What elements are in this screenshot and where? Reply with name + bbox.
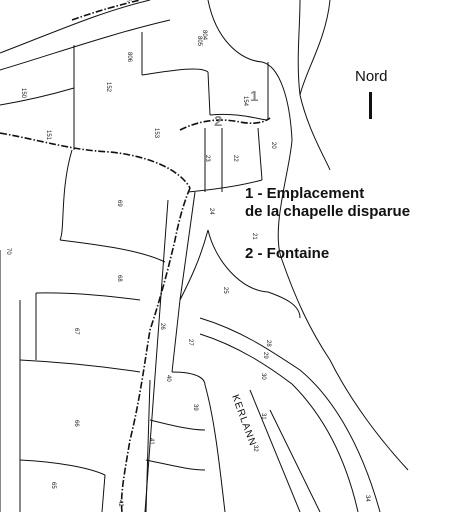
legend-item-fountain: 2 - Fontaine bbox=[245, 245, 329, 263]
north-arrow-icon bbox=[369, 92, 372, 119]
parcel-number: 40 bbox=[165, 375, 171, 382]
legend-item-chapel: 1 - Emplacement de la chapelle disparue bbox=[245, 185, 410, 221]
parcel-number: 20 bbox=[270, 142, 276, 149]
parcel-number: 29 bbox=[262, 352, 268, 359]
marker-fountain: 2 bbox=[214, 113, 222, 130]
parcel-number: 21 bbox=[251, 233, 257, 240]
parcel-number: 41 bbox=[148, 438, 154, 445]
parcel-number: 565 bbox=[126, 0, 138, 4]
parcel-number: 67 bbox=[73, 328, 79, 335]
parcel-number: 151 bbox=[45, 130, 51, 141]
parcel-number: 66 bbox=[73, 420, 79, 427]
parcel-number: 68 bbox=[116, 275, 122, 282]
parcel-number: 39 bbox=[192, 404, 198, 411]
parcel-number: 30 bbox=[260, 373, 266, 380]
parcel-number: 26 bbox=[159, 323, 165, 330]
legend-label: 2 - Fontaine bbox=[245, 245, 330, 262]
parcel-number: 804 bbox=[201, 30, 207, 41]
parcel-number: 32 bbox=[252, 445, 258, 452]
parcel-number: 25 bbox=[222, 287, 228, 294]
parcel-number: 154 bbox=[242, 96, 248, 107]
parcel-number: 152 bbox=[105, 82, 111, 93]
parcel-number: 22 bbox=[232, 155, 238, 162]
parcel-number: 28 bbox=[265, 340, 271, 347]
parcel-number: 24 bbox=[208, 208, 214, 215]
parcel-number: 65 bbox=[50, 482, 56, 489]
legend-label: de la chapelle disparue bbox=[245, 203, 411, 220]
parcel-number: 70 bbox=[5, 248, 11, 255]
parcel-number: 42 bbox=[117, 500, 123, 507]
parcel-number: 34 bbox=[364, 495, 370, 502]
parcel-number: 153 bbox=[153, 128, 159, 139]
legend-label: 1 - Emplacement bbox=[245, 185, 365, 202]
parcel-number: 27 bbox=[187, 339, 193, 346]
parcel-number: 23 bbox=[204, 155, 210, 162]
parcel-number: 31 bbox=[260, 413, 266, 420]
parcel-number: 150 bbox=[20, 88, 26, 99]
parcel-number: 805 bbox=[196, 36, 202, 47]
parcel-number: 69 bbox=[116, 200, 122, 207]
parcel-number: 806 bbox=[126, 52, 132, 63]
marker-chapel: 1 bbox=[250, 88, 258, 105]
north-label: Nord bbox=[355, 68, 388, 85]
street-name: KERLANN bbox=[229, 393, 258, 448]
